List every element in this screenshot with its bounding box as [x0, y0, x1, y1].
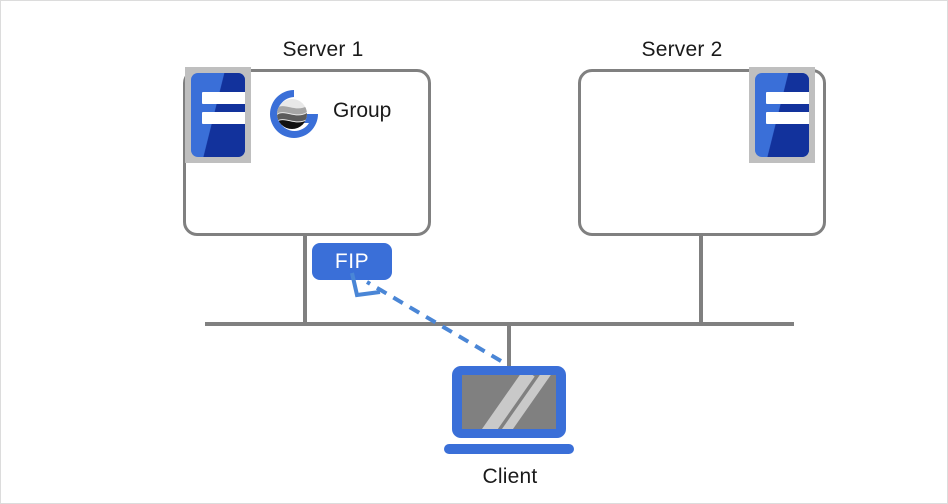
server2-title: Server 2	[641, 38, 723, 61]
laptop-screen	[462, 375, 556, 429]
group-label: Group	[333, 99, 392, 122]
network-bus-line	[205, 322, 794, 326]
server-rack-icon	[185, 67, 251, 163]
fip-badge[interactable]: FIP	[312, 243, 392, 280]
laptop-base	[444, 444, 574, 454]
laptop-icon	[444, 366, 574, 454]
fip-pointer-arrow	[350, 272, 503, 363]
client-title: Client	[482, 465, 538, 488]
server1-title: Server 1	[282, 38, 364, 61]
connector-server1-to-bus	[303, 236, 307, 324]
connector-bus-to-client	[507, 324, 511, 368]
server-rack-icon	[749, 67, 815, 163]
group-globe-g-logo	[270, 90, 318, 138]
arrow-shaft	[365, 280, 503, 363]
arrow-head	[350, 272, 381, 298]
server-rack-body	[755, 73, 809, 157]
server-rack-body	[191, 73, 245, 157]
laptop-screen-frame	[452, 366, 566, 438]
server-rack-slot-2	[766, 112, 809, 124]
server-rack-slot-1	[202, 92, 245, 104]
server-rack-slot-1	[766, 92, 809, 104]
server-rack-slot-2	[202, 112, 245, 124]
connector-server2-to-bus	[699, 236, 703, 324]
